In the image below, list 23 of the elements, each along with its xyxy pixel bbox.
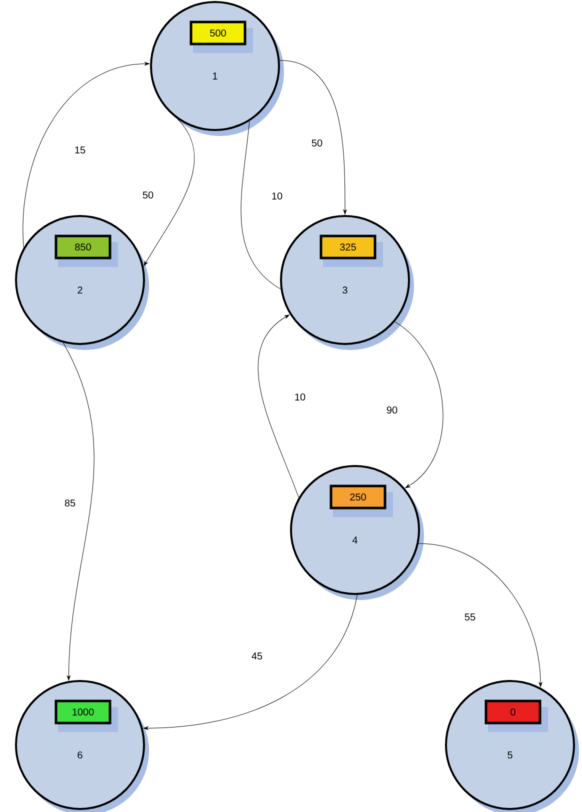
arrow [280, 60, 347, 214]
edge-label: 15 [73, 146, 87, 154]
edge-label: 90 [385, 405, 399, 415]
edge-label: 10 [293, 392, 307, 402]
edge-label: 10 [270, 191, 284, 201]
value-badge: 325 [320, 234, 383, 267]
arrow [62, 342, 94, 680]
value-badge: 250 [330, 484, 393, 517]
arrow [418, 543, 542, 688]
value-badge: 850 [54, 234, 118, 267]
edge-label: 50 [141, 190, 155, 200]
value-badge: 0 [484, 700, 548, 732]
arrow [22, 62, 150, 248]
edge-label: 45 [250, 652, 264, 660]
edge-label: 55 [463, 612, 477, 622]
value-badge: 1000 [54, 700, 118, 732]
arrow [394, 322, 444, 488]
arrow [143, 594, 358, 730]
value-badge: 500 [190, 20, 253, 53]
edge-label: 50 [310, 138, 324, 148]
edge-label: 85 [63, 498, 77, 508]
arrow [258, 314, 299, 498]
arrow [144, 119, 194, 266]
